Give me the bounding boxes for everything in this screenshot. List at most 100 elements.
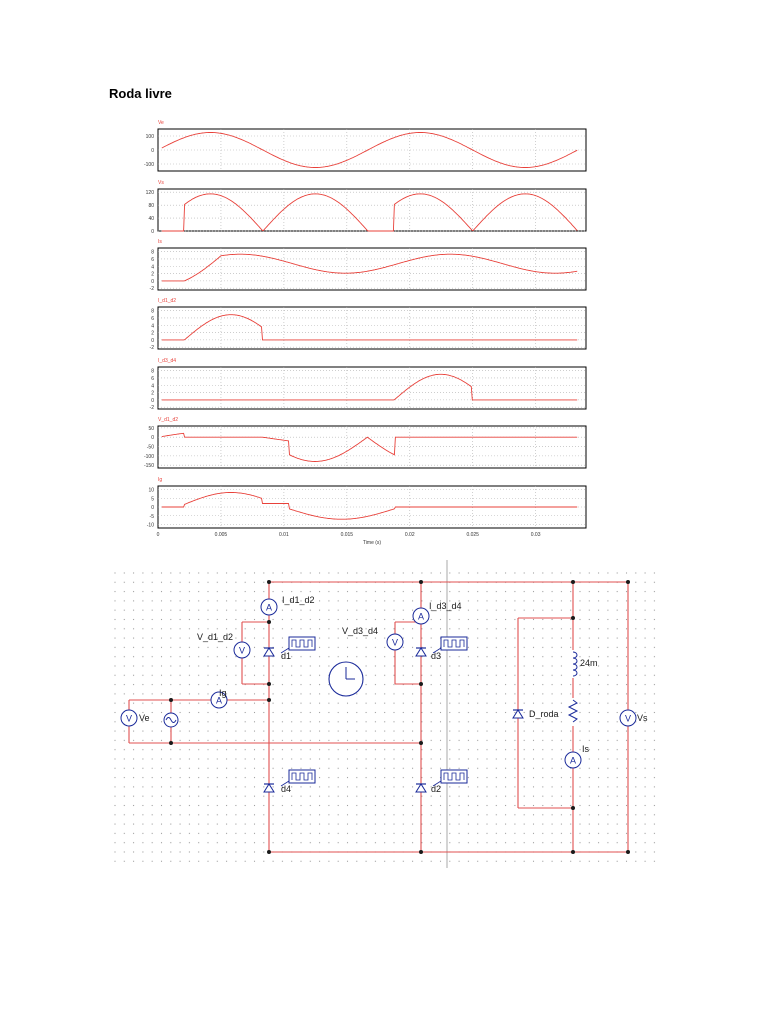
junction-dot: [626, 850, 630, 854]
gate-signal-d2: [432, 769, 468, 787]
diode-d-roda: [512, 709, 524, 719]
y-tick-label: 120: [146, 190, 155, 196]
plot-title: I_d1_d2: [158, 298, 176, 304]
svg-text:V: V: [126, 714, 132, 724]
plot-panel: 864 20-2 Is: [150, 239, 587, 292]
diode-d4: [263, 783, 275, 793]
y-tick-label: 2: [151, 391, 154, 397]
junction-dot: [419, 580, 423, 584]
junction-dot: [267, 850, 271, 854]
y-tick-label: 0: [151, 398, 154, 404]
plot-title: Ve: [158, 120, 164, 126]
junction-dot: [169, 741, 173, 745]
label-i-d1-d2: I_d1_d2: [282, 595, 315, 605]
ammeter-ig: A: [210, 691, 228, 709]
ammeter-is: A: [564, 751, 582, 769]
y-tick-label: -150: [144, 463, 154, 469]
svg-text:A: A: [418, 612, 424, 622]
page-heading: Roda livre: [109, 86, 172, 101]
plot-title: Is: [158, 239, 162, 245]
voltmeter-v-d1-d2: V: [233, 641, 251, 659]
y-tick-label: -50: [147, 445, 154, 451]
circuit-labels: I_d1_d2 V_d1_d2 d1 V_d3_d4 I_d3_d4 d3 Ve…: [139, 595, 648, 794]
y-tick-label: 2: [151, 272, 154, 278]
gate-signal-d4: [280, 769, 316, 787]
label-resistor: 24m: [580, 658, 598, 668]
label-vs: Vs: [637, 713, 648, 723]
inductor: [567, 650, 579, 678]
plot-title: Ig: [158, 477, 162, 483]
plot-frame: [157, 366, 587, 410]
x-tick-label: 0.03: [531, 532, 541, 538]
label-d4: d4: [281, 784, 291, 794]
svg-text:A: A: [216, 696, 222, 706]
plot-title: V_d1_d2: [158, 417, 178, 423]
voltmeter-v-d3-d4: V: [386, 633, 404, 651]
label-i-d3-d4: I_d3_d4: [429, 601, 462, 611]
junction-dot: [571, 806, 575, 810]
svg-text:V: V: [392, 638, 398, 648]
plot-title: Vs: [158, 180, 164, 186]
y-tick-label: 40: [148, 216, 154, 222]
junction-dot: [267, 698, 271, 702]
x-tick-label: 0.02: [405, 532, 415, 538]
label-is: Is: [582, 744, 590, 754]
x-axis-label: Time (s): [363, 540, 381, 546]
label-ve: Ve: [139, 713, 150, 723]
junction-dot: [571, 850, 575, 854]
waveform-plots: 1000-100Ve12080400Vs86420-2Is86420-2I_d1…: [144, 120, 587, 546]
y-tick-label: 0: [151, 229, 154, 235]
y-tick-label: -2: [150, 345, 155, 351]
series-line: [161, 373, 578, 401]
y-tick-label: 6: [151, 376, 154, 382]
series-line: [161, 492, 578, 520]
label-v-d1-d2: V_d1_d2: [197, 632, 233, 642]
svg-text:V: V: [239, 646, 245, 656]
y-tick-label: -2: [150, 286, 155, 292]
plot-frame: [157, 425, 587, 469]
gate-signal-d3: [432, 636, 468, 654]
circuit-components: A V A V V A A V: [120, 598, 637, 793]
diode-d3: [415, 647, 427, 657]
y-tick-label: 2: [151, 331, 154, 337]
y-tick-label: 6: [151, 257, 154, 263]
y-tick-label: 4: [151, 264, 154, 270]
series-line: [161, 253, 578, 282]
label-d2: d2: [431, 784, 441, 794]
series-line: [161, 314, 578, 341]
x-tick-label: 0.005: [215, 532, 228, 538]
label-ig: Ig: [219, 688, 227, 698]
junction-dot: [169, 698, 173, 702]
series-line: [161, 132, 578, 168]
resistor: [567, 698, 579, 726]
y-tick-label: 5: [151, 496, 154, 502]
y-tick-label: 8: [151, 369, 154, 375]
y-tick-label: 0: [151, 435, 154, 441]
plot-frame: [157, 306, 587, 350]
y-tick-label: -100: [144, 162, 154, 168]
y-tick-label: -5: [150, 514, 155, 520]
x-tick-label: 0.015: [341, 532, 354, 538]
x-tick-label: 0.01: [279, 532, 289, 538]
y-tick-label: 4: [151, 383, 154, 389]
circuit-junctions: [169, 580, 630, 854]
y-tick-label: -2: [150, 405, 155, 411]
diode-d1: [263, 647, 275, 657]
y-tick-label: 8: [151, 250, 154, 256]
svg-text:A: A: [570, 756, 576, 766]
svg-text:V: V: [625, 714, 631, 724]
y-tick-label: 0: [151, 505, 154, 511]
series-line: [161, 432, 578, 462]
y-tick-label: 100: [146, 134, 155, 140]
y-tick-label: 4: [151, 323, 154, 329]
voltmeter-ve: V: [120, 709, 138, 727]
svg-text:A: A: [266, 603, 272, 613]
y-tick-label: 0: [151, 338, 154, 344]
y-tick-label: 0: [151, 279, 154, 285]
junction-dot: [419, 741, 423, 745]
